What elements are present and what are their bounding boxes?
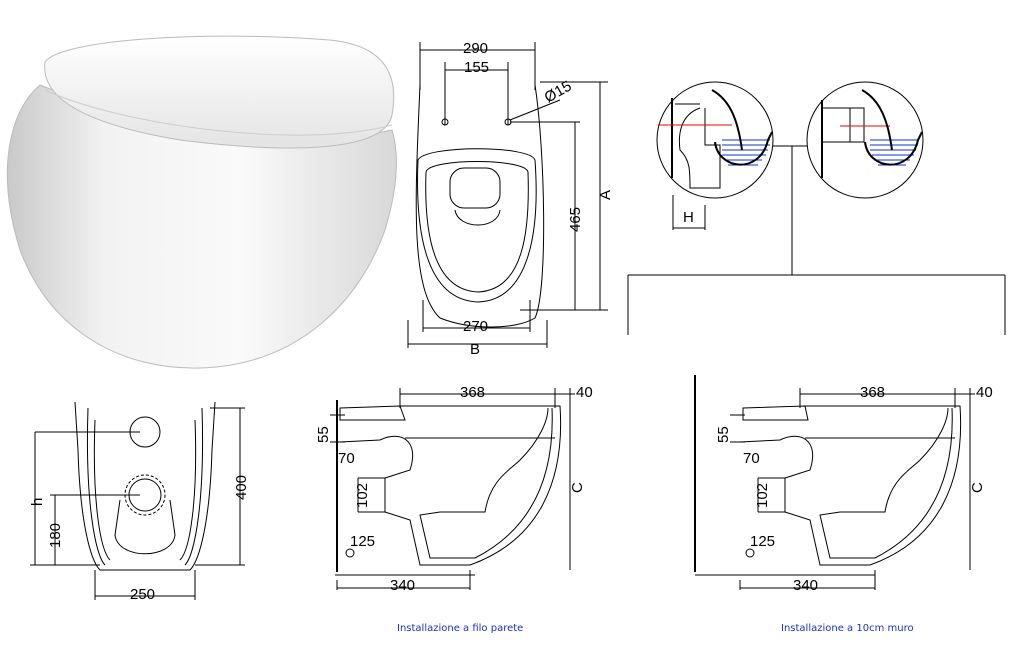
- dim-h: h: [29, 498, 46, 506]
- toilet-photo: [6, 35, 397, 369]
- side-view-left: 368 40 55 70 102 C 125 340: [315, 384, 593, 594]
- dim-125: 125: [350, 533, 375, 550]
- dim-270: 270: [463, 318, 488, 335]
- dim-40: 40: [576, 384, 593, 401]
- dim-A: A: [597, 190, 614, 200]
- detail-circles: H: [627, 81, 1006, 335]
- dim-B: B: [470, 341, 480, 358]
- dim-340: 340: [793, 577, 818, 594]
- dim-180: 180: [47, 523, 64, 548]
- dim-70: 70: [338, 450, 355, 467]
- dim-465: 465: [567, 207, 584, 232]
- caption-10cm-wall: Installazione a 10cm muro: [781, 623, 914, 634]
- dim-400: 400: [233, 475, 250, 500]
- dim-C: C: [569, 482, 586, 493]
- dim-155: 155: [464, 59, 489, 76]
- dim-102: 102: [354, 483, 371, 508]
- dim-55: 55: [315, 426, 332, 443]
- dim-40: 40: [976, 384, 993, 401]
- dim-70: 70: [743, 450, 760, 467]
- dim-H: H: [683, 209, 694, 226]
- dim-290: 290: [463, 40, 488, 57]
- dim-340: 340: [390, 577, 415, 594]
- dim-102: 102: [754, 483, 771, 508]
- caption-flush-wall: Installazione a filo parete: [397, 623, 524, 634]
- side-view-right: 368 40 55 70 102 C 125 340: [694, 375, 993, 594]
- dim-C: C: [969, 482, 986, 493]
- dim-368: 368: [460, 384, 485, 401]
- dim-55: 55: [715, 426, 732, 443]
- dim-125: 125: [750, 533, 775, 550]
- top-view: 290 155 Ø15 A 465 270 B: [407, 40, 614, 358]
- front-view: h 180 400 250: [29, 401, 250, 603]
- dim-368: 368: [860, 384, 885, 401]
- dim-250: 250: [130, 586, 155, 603]
